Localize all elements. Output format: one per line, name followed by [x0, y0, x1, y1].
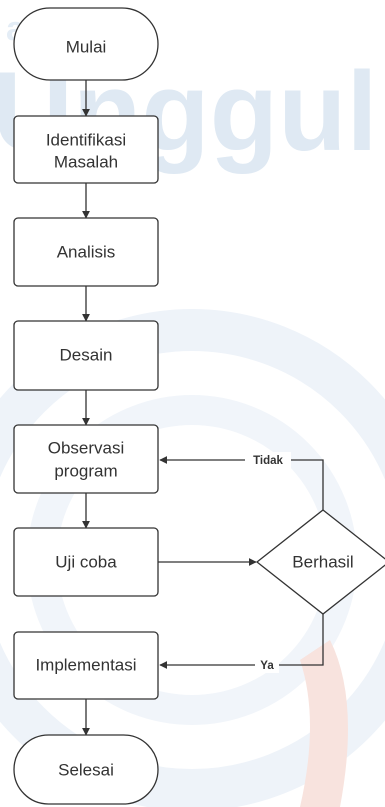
design-node[interactable]: Desain — [13, 320, 159, 391]
end-terminator-shape — [13, 734, 159, 805]
identify-problem-shape — [13, 115, 159, 184]
edge-label-no: Tidak — [253, 455, 283, 467]
watermark-circle-outer — [0, 309, 385, 807]
edge-decision-no-to-observe — [159, 456, 324, 510]
observe-program-label-line2: program — [54, 461, 117, 480]
observe-program-node[interactable]: Observasi program — [13, 424, 159, 494]
connectors: Tidak Ya — [82, 80, 324, 736]
edge-label-yes: Ya — [260, 660, 274, 672]
end-node[interactable]: Selesai — [13, 734, 159, 805]
decision-label: Berhasil — [292, 552, 353, 571]
edge-decision-yes-to-implement — [159, 614, 324, 669]
observe-program-label-line1: Observasi — [48, 438, 125, 457]
test-label: Uji coba — [55, 552, 117, 571]
edge-label-no-bg — [245, 452, 291, 468]
identify-problem-label-line1: Identifikasi — [46, 130, 126, 149]
end-label: Selesai — [58, 760, 114, 779]
implement-label: Implementasi — [35, 655, 136, 674]
identify-problem-node[interactable]: Identifikasi Masalah — [13, 115, 159, 184]
start-terminator-shape — [13, 7, 159, 81]
start-label: Mulai — [66, 37, 107, 56]
analysis-node[interactable]: Analisis — [13, 217, 159, 287]
implement-node[interactable]: Implementasi — [13, 631, 159, 700]
edge-label-yes-bg — [255, 657, 279, 673]
analysis-label: Analisis — [57, 242, 116, 261]
analysis-shape — [13, 217, 159, 287]
watermark-accent-shape — [300, 640, 348, 807]
start-node[interactable]: Mulai — [13, 7, 159, 81]
decision-node[interactable]: Berhasil — [255, 509, 385, 615]
design-label: Desain — [60, 345, 113, 364]
test-shape — [13, 527, 159, 597]
implement-shape — [13, 631, 159, 700]
identify-problem-label-line2: Masalah — [54, 152, 118, 171]
decision-diamond-shape — [255, 509, 385, 615]
test-node[interactable]: Uji coba — [13, 527, 159, 597]
observe-program-shape — [13, 424, 159, 494]
design-shape — [13, 320, 159, 391]
